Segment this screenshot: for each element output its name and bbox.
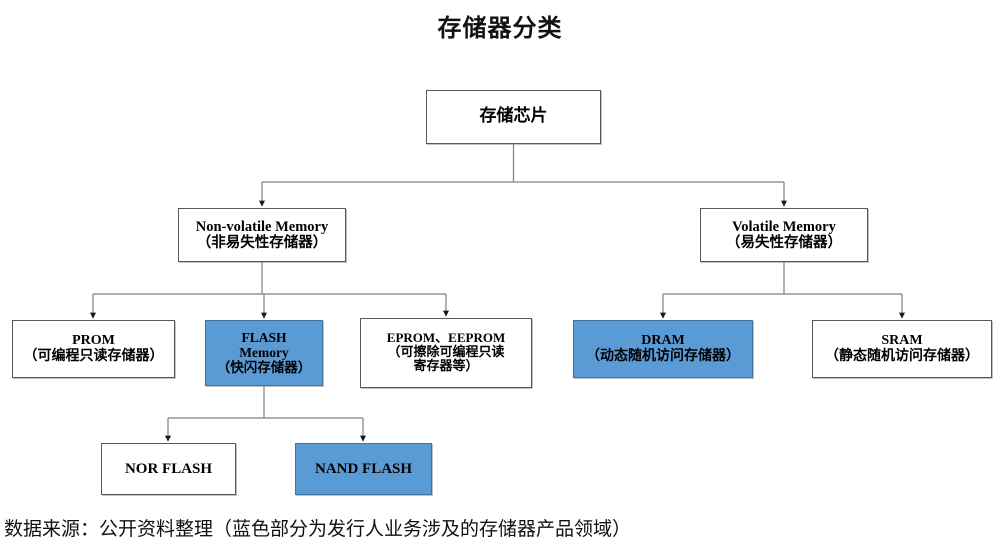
node-line-1: DRAM xyxy=(641,333,685,349)
node-line-1: 存储芯片 xyxy=(479,106,548,127)
node-line-2: （可擦除可编程只读 xyxy=(387,344,505,360)
node-line-1: NOR FLASH xyxy=(124,460,213,477)
node-line-3: 寄存器等） xyxy=(413,359,479,375)
node-line-1: PROM xyxy=(72,333,115,349)
node-line-1: SRAM xyxy=(881,333,923,349)
node-line-2: （非易失性存储器） xyxy=(196,234,328,251)
node-line-3: （快闪存储器） xyxy=(216,359,312,376)
node-dram[interactable]: DRAM （动态随机访问存储器） xyxy=(573,320,753,378)
node-non-volatile-memory[interactable]: Non-volatile Memory （非易失性存储器） xyxy=(178,208,346,262)
node-line-1: EPROM、EEPROM xyxy=(386,330,506,346)
node-memory-chip[interactable]: 存储芯片 xyxy=(426,90,601,144)
node-sram[interactable]: SRAM （静态随机访问存储器） xyxy=(812,320,992,378)
node-line-2: （易失性存储器） xyxy=(726,234,842,251)
node-line-2: （可编程只读存储器） xyxy=(23,348,164,364)
node-line-1: FLASH xyxy=(241,330,287,346)
node-line-2: Memory xyxy=(239,345,289,361)
node-eprom-eeprom[interactable]: EPROM、EEPROM （可擦除可编程只读 寄存器等） xyxy=(360,318,532,388)
page-title: 存储器分类 xyxy=(437,14,563,42)
node-line-1: Non-volatile Memory xyxy=(195,218,329,235)
node-prom[interactable]: PROM （可编程只读存储器） xyxy=(12,320,175,378)
node-line-1: NAND FLASH xyxy=(314,460,413,477)
node-nor-flash[interactable]: NOR FLASH xyxy=(101,443,236,495)
node-line-1: Volatile Memory xyxy=(732,218,836,235)
node-line-2: （静态随机访问存储器） xyxy=(825,348,979,364)
node-flash-memory[interactable]: FLASH Memory （快闪存储器） xyxy=(205,320,323,386)
node-line-2: （动态随机访问存储器） xyxy=(586,348,740,364)
node-volatile-memory[interactable]: Volatile Memory （易失性存储器） xyxy=(700,208,868,262)
node-nand-flash[interactable]: NAND FLASH xyxy=(295,443,432,495)
source-note: 数据来源：公开资料整理（蓝色部分为发行人业务涉及的存储器产品领域） xyxy=(4,518,632,540)
